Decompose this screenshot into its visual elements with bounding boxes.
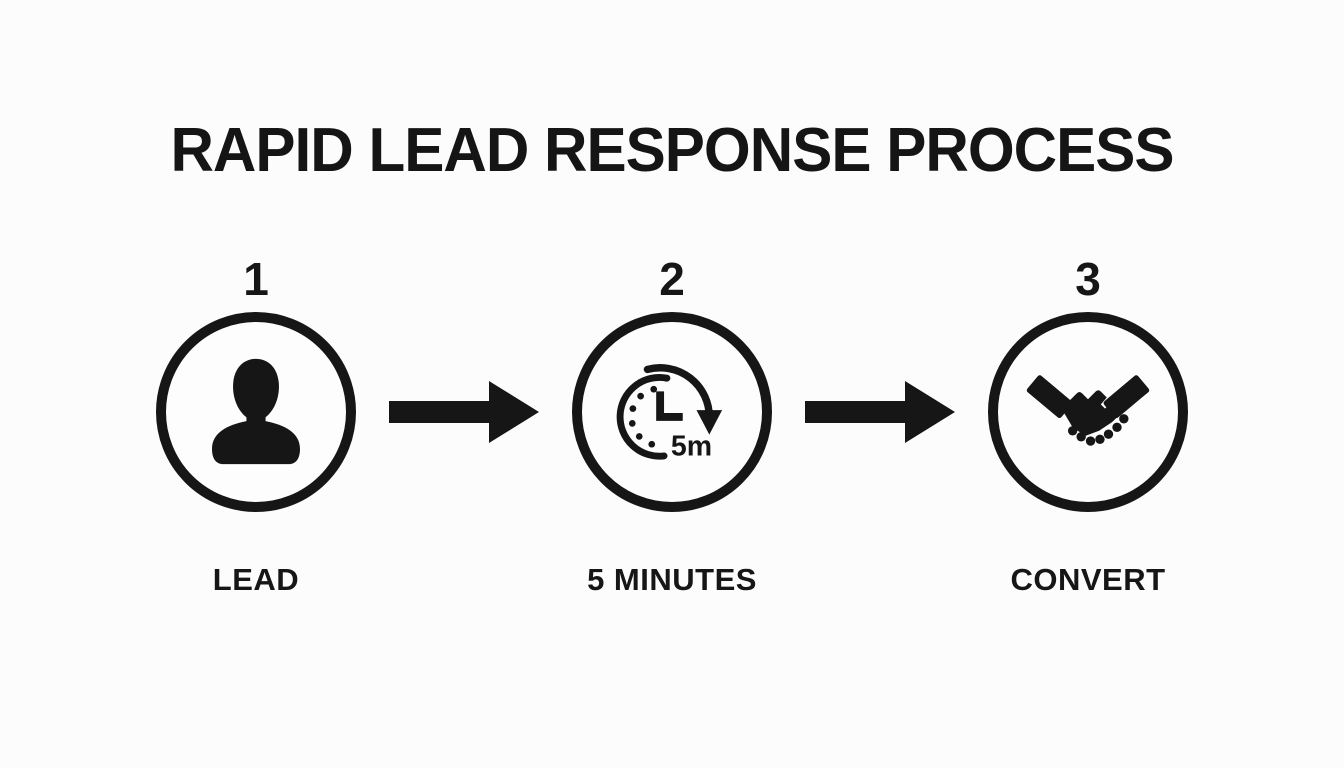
step-lead: 1 LEAD (151, 256, 361, 598)
arrow-right-icon (805, 380, 955, 449)
person-icon (212, 358, 300, 465)
page-title: RAPID LEAD RESPONSE PROCESS (170, 116, 1174, 185)
step-number: 3 (1075, 253, 1101, 305)
step-number: 2 (659, 253, 685, 305)
process-steps-row: 1 LEAD 2 (0, 256, 1344, 598)
handshake-icon (1026, 375, 1150, 446)
step-label: CONVERT (1010, 562, 1166, 597)
step-circle (988, 312, 1188, 512)
step-label: LEAD (212, 562, 300, 597)
step-circle (156, 312, 356, 512)
step-number: 1 (243, 253, 269, 305)
step-circle: 5m (572, 312, 772, 512)
step-label: 5 MINUTES (587, 562, 757, 597)
clock-icon: 5m (616, 364, 723, 462)
arrow-right-icon (389, 380, 539, 449)
clock-duration-text: 5m (671, 430, 712, 462)
step-five-minutes: 2 5m (567, 256, 777, 598)
step-convert: 3 CONVER (983, 256, 1193, 598)
